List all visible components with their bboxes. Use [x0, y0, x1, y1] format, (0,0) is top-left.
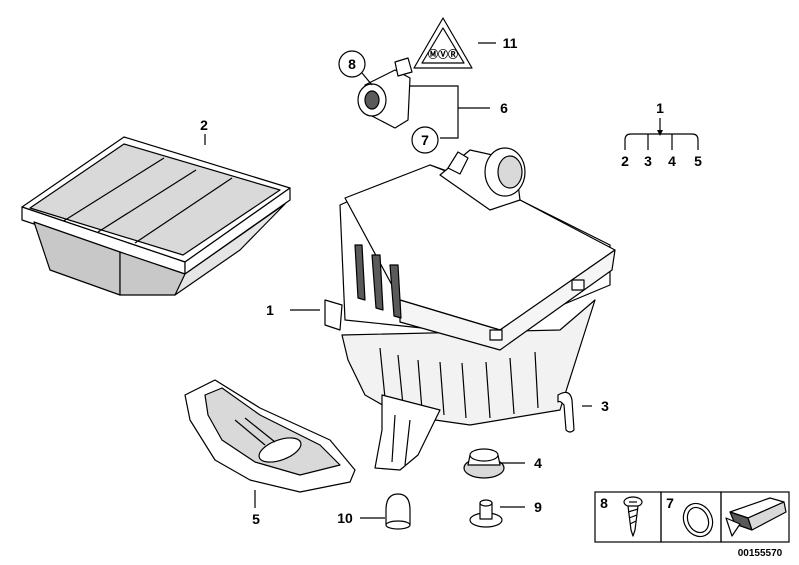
housing-ribs	[379, 347, 539, 419]
rubber-cap	[385, 493, 411, 530]
callout-6: 6	[500, 100, 508, 116]
warning-label: ⓂⓋⓇ	[413, 17, 473, 69]
legend-panel: 8 7 00155570	[594, 491, 790, 559]
callout-7: 7	[421, 132, 429, 148]
tree-child-4: 5	[694, 153, 702, 169]
air-filter-element	[21, 136, 291, 296]
legend-box-b-label: 7	[666, 495, 674, 511]
callout-circle-7	[411, 126, 439, 154]
intake-duct	[184, 379, 356, 493]
air-mass-sensor	[357, 57, 413, 129]
callout-circle-8	[338, 50, 366, 78]
intake-silencer-housing	[324, 147, 616, 471]
tree-child-3: 4	[668, 153, 676, 169]
leader-lines	[204, 42, 592, 519]
tree-child-2: 3	[644, 153, 652, 169]
callout-9: 9	[534, 499, 542, 515]
callout-5: 5	[252, 511, 260, 527]
rubber-grommet	[463, 448, 505, 479]
callout-2: 2	[200, 117, 208, 133]
retaining-clip	[557, 391, 575, 433]
legend-box-arrow	[720, 491, 790, 543]
callout-labels: 2 1 3 4 5 10 9 6 11 8 7	[200, 35, 609, 527]
callout-10: 10	[337, 510, 353, 526]
tree-root-label: 1	[656, 100, 664, 116]
callout-3: 3	[601, 398, 609, 414]
direction-arrow-icon	[725, 497, 787, 537]
screw-icon	[623, 496, 643, 537]
callout-4: 4	[534, 455, 542, 471]
cover-slots	[354, 244, 402, 319]
intake-snout	[439, 147, 526, 211]
legend-box-a-label: 8	[600, 495, 608, 511]
document-number: 00155570	[738, 548, 783, 559]
warning-label-text: ⓂⓋⓇ	[428, 48, 458, 61]
o-ring-icon	[682, 502, 714, 538]
assembly-tree: 1 2 3 4 5	[621, 100, 702, 169]
callout-1: 1	[266, 302, 274, 318]
callout-11: 11	[503, 35, 518, 51]
push-rivet	[469, 499, 503, 528]
callout-8: 8	[348, 56, 356, 72]
tree-child-1: 2	[621, 153, 629, 169]
